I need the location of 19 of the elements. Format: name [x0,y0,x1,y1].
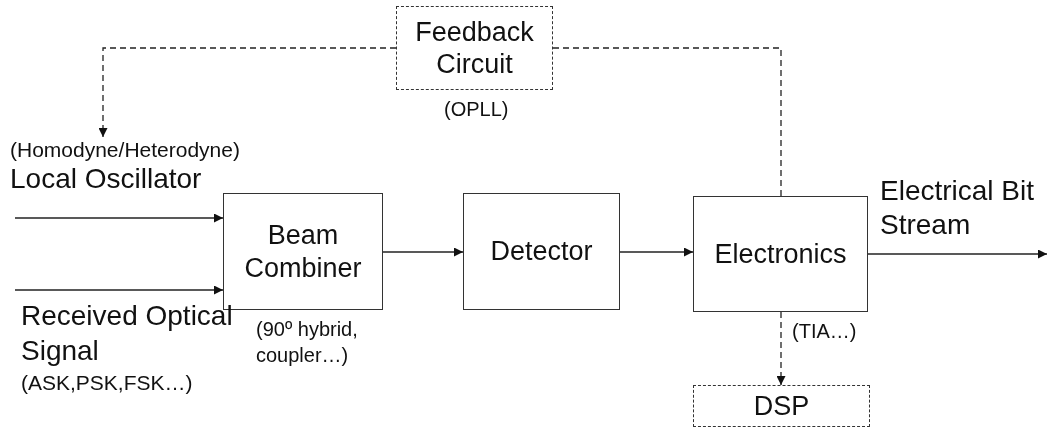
process-box: Detector [463,193,620,310]
arrow [619,247,694,257]
signal-label: (ASK,PSK,FSK…) [21,370,194,396]
arrow [14,285,224,295]
signal-label: (Homodyne/Heterodyne) [10,137,240,163]
arrow [14,213,224,223]
signal-label: Local Oscillator [10,162,202,196]
arrow [98,47,397,138]
annotation-text: (90º hybrid, coupler…) [256,317,359,368]
process-box: Feedback Circuit [396,6,553,90]
process-box: DSP [693,385,870,427]
annotation-text: (OPLL) [444,97,510,122]
arrow [382,247,464,257]
process-box: Electronics [693,196,868,312]
signal-label: Electrical Bit Stream [880,174,1036,242]
annotation-text: (TIA…) [792,319,858,344]
arrow [867,249,1048,259]
arrow [776,311,786,386]
connector-line [552,47,782,197]
